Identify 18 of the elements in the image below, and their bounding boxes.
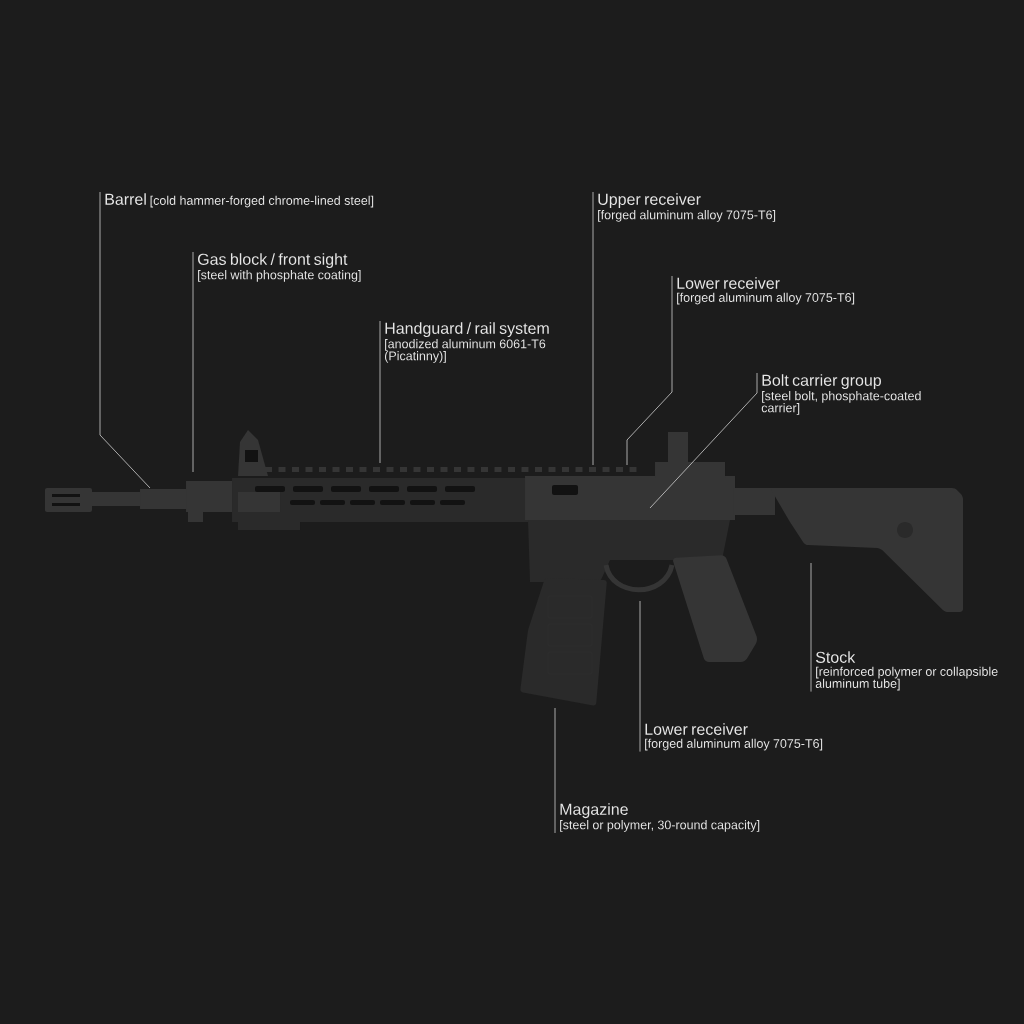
part-label: Bolt carrier group [steel bolt, phosphate-coated carrier] [761, 374, 921, 415]
part-label: Handguard / rail system [anodized aluminum 6061-T6 (Picatinny)] [385, 322, 549, 363]
leader-line [554, 707, 556, 834]
leader-line [379, 320, 381, 464]
part-label: Barrel [cold hammer-forged chrome-lined steel] [105, 193, 374, 208]
part-label: Lower receiver [forged aluminum alloy 7075-T6] [645, 723, 823, 751]
leader-line [592, 191, 594, 466]
leader-line [99, 191, 151, 489]
part-label: Gas block / front sight [steel with phosphate coating] [198, 253, 361, 282]
leader-line [649, 372, 758, 509]
part-label: Lower receiver [forged aluminum alloy 7075-T6] [677, 277, 855, 305]
part-label: Magazine [steel or polymer, 30-round capacity] [560, 803, 760, 832]
part-label: Stock [reinforced polymer or collapsible aluminum tube] [815, 651, 998, 691]
leader-line [810, 562, 812, 692]
part-label: Upper receiver [forged aluminum alloy 7075-T6] [598, 193, 776, 222]
leader-line [639, 600, 641, 752]
leader-line [626, 275, 673, 466]
leader-line [192, 251, 194, 473]
